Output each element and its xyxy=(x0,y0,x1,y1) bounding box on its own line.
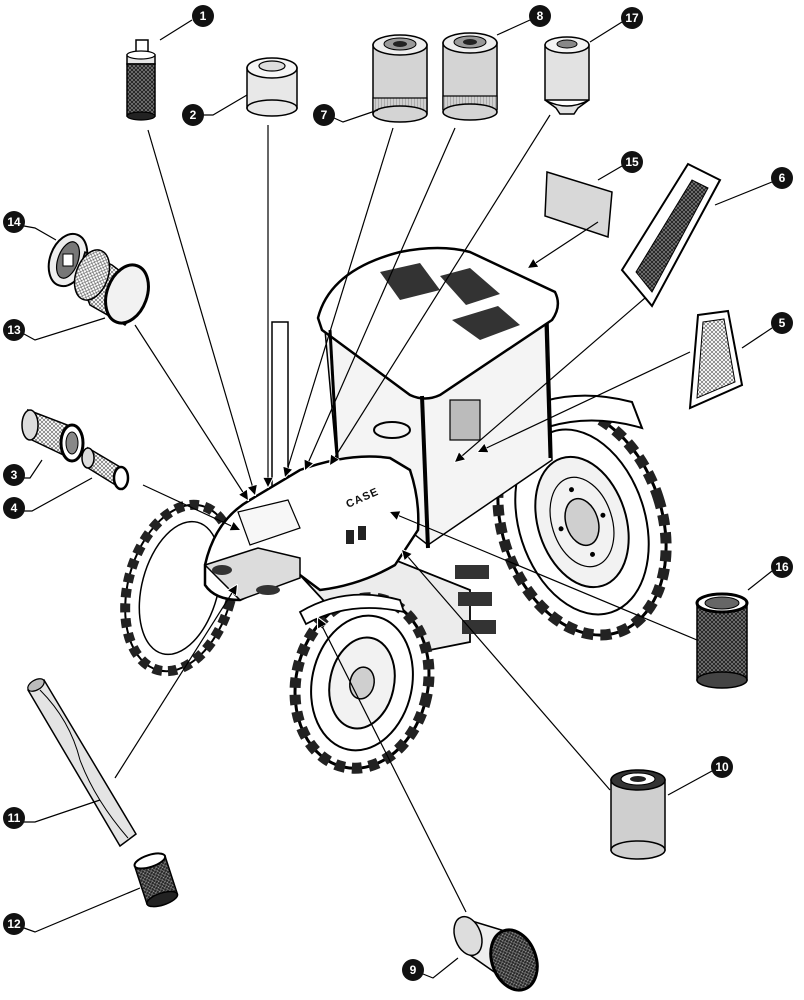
callout-label: 9 xyxy=(410,963,417,977)
filter-10-spin-on xyxy=(610,769,666,860)
filter-4-cylinder xyxy=(81,446,130,491)
cab-pillar xyxy=(420,395,430,549)
filter-17-spin-on xyxy=(544,36,590,115)
filter-15-cabin xyxy=(544,170,613,239)
callout-4: 4 xyxy=(3,497,25,519)
cab-pillar xyxy=(328,329,340,473)
location-arrow-5 xyxy=(478,351,691,452)
callout-label: 8 xyxy=(537,9,544,23)
callout-9: 9 xyxy=(402,959,424,981)
location-arrow-6 xyxy=(455,297,646,462)
location-arrow-16 xyxy=(390,512,698,641)
callout-label: 16 xyxy=(775,560,789,574)
filter-2-spin-on xyxy=(246,57,298,117)
filter-12-mesh-cylinder xyxy=(133,852,179,908)
location-arrow-4 xyxy=(142,484,240,530)
callouts: 1 2 3 4 5 6 7 8 9 10 11 12 13 14 15 16 1… xyxy=(3,5,793,981)
cab-pillar xyxy=(544,323,552,459)
callout-8: 8 xyxy=(529,5,551,27)
callout-16: 16 xyxy=(771,556,793,578)
filter-8-spin-on xyxy=(442,32,498,121)
filter-5-air xyxy=(688,309,744,410)
tractor: CASE xyxy=(120,246,672,774)
location-arrow-11 xyxy=(114,585,237,779)
filter-16-cylinder xyxy=(695,592,749,689)
roof-panel xyxy=(380,263,440,300)
callout-5: 5 xyxy=(771,312,793,334)
filter-9-cylinder xyxy=(453,915,539,992)
cab-seat xyxy=(449,399,481,441)
callout-2: 2 xyxy=(182,104,204,126)
callout-label: 13 xyxy=(7,323,21,337)
callout-6: 6 xyxy=(771,167,793,189)
callout-3: 3 xyxy=(3,464,25,486)
filter-3-cylinder xyxy=(21,408,85,463)
location-arrow-7 xyxy=(285,127,394,477)
callout-11: 11 xyxy=(3,807,25,829)
location-arrow-10 xyxy=(402,550,611,791)
location-arrow-1 xyxy=(147,129,255,495)
headlight xyxy=(212,565,232,575)
roof-panel xyxy=(440,268,500,305)
callout-14: 14 xyxy=(3,211,25,233)
callout-17: 17 xyxy=(621,7,643,29)
callout-label: 15 xyxy=(625,155,639,169)
headlight xyxy=(256,585,280,595)
hood-hatch xyxy=(237,499,301,546)
callout-15: 15 xyxy=(621,151,643,173)
location-arrow-15 xyxy=(528,221,599,268)
filter-6-panel xyxy=(620,162,722,308)
callout-label: 4 xyxy=(11,501,18,515)
location-arrow-13 xyxy=(134,324,248,500)
side-vent xyxy=(358,526,366,540)
callout-label: 14 xyxy=(7,215,21,229)
exhaust-pipe xyxy=(271,321,289,493)
callout-1: 1 xyxy=(192,5,214,27)
location-arrows xyxy=(114,114,698,913)
front-left-wheel xyxy=(120,499,240,677)
callout-label: 2 xyxy=(190,108,197,122)
steering-wheel xyxy=(373,421,411,439)
cab-steps xyxy=(455,565,496,634)
callout-label: 6 xyxy=(779,171,786,185)
filter-11-tube xyxy=(26,678,137,848)
front-fender xyxy=(298,593,406,626)
location-arrow-9 xyxy=(318,618,467,913)
callout-label: 7 xyxy=(321,108,328,122)
callout-label: 3 xyxy=(11,468,18,482)
filter-7-spin-on xyxy=(372,34,428,123)
callout-label: 10 xyxy=(715,760,729,774)
rear-wheel xyxy=(492,403,672,641)
callout-label: 1 xyxy=(200,9,207,23)
callout-label: 17 xyxy=(625,11,639,25)
filter-13-oval-cylinder xyxy=(73,249,150,326)
side-vent xyxy=(346,530,354,544)
callout-10: 10 xyxy=(711,756,733,778)
callout-label: 5 xyxy=(779,316,786,330)
location-arrow-8 xyxy=(305,127,456,470)
callout-12: 12 xyxy=(3,913,25,935)
filter-1-fuel-prefilter xyxy=(126,39,156,121)
callout-13: 13 xyxy=(3,319,25,341)
callout-leaders xyxy=(23,19,773,979)
callout-label: 11 xyxy=(8,811,21,825)
cab-roof xyxy=(316,246,560,400)
callout-7: 7 xyxy=(313,104,335,126)
location-arrow-17 xyxy=(330,114,551,465)
callout-label: 12 xyxy=(7,917,21,931)
roof-panel xyxy=(452,306,520,340)
